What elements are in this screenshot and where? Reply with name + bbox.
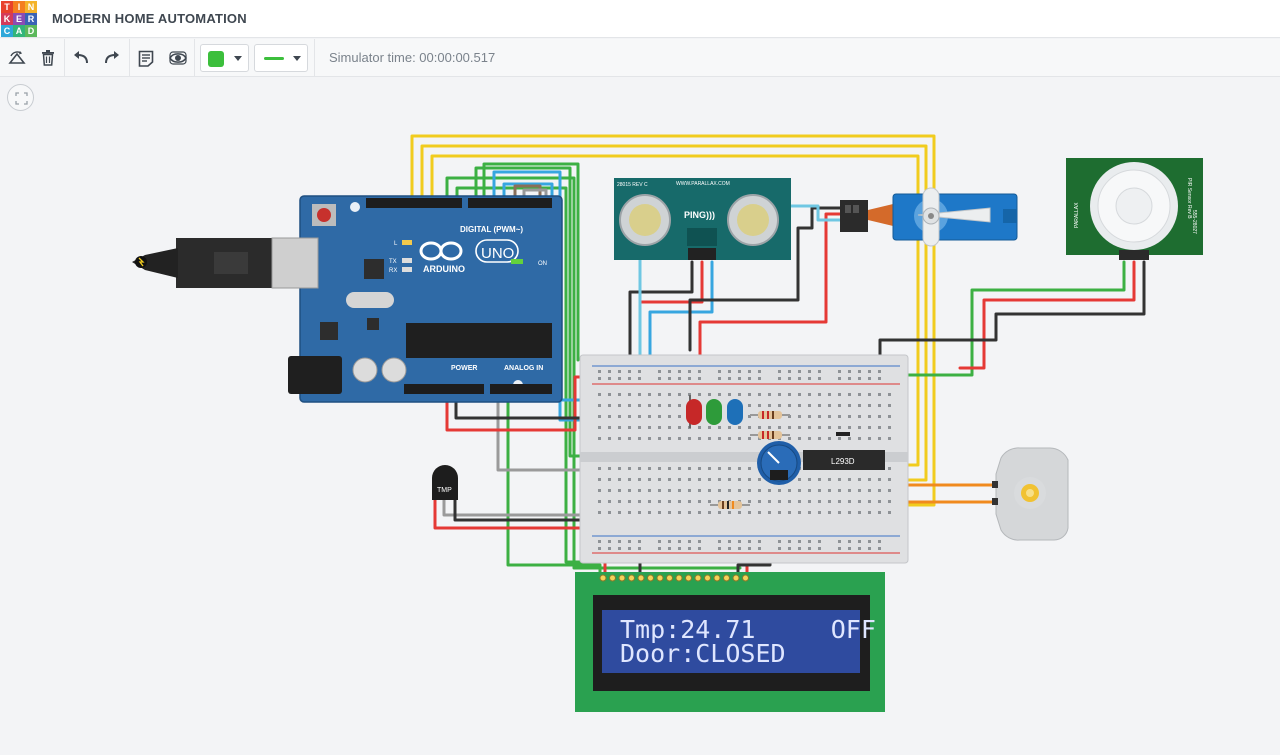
wire-color-dropdown[interactable]	[200, 44, 249, 72]
arduino-uno[interactable]: DIGITAL (PWM~) L TX RX ARDUINO UNO ON	[132, 195, 563, 403]
logo-letter: K	[1, 13, 13, 25]
temperature-sensor[interactable]: TMP	[432, 465, 458, 500]
simulator-time: Simulator time: 00:00:00.517	[329, 50, 496, 65]
pir-top-label: PIR Sensor Rev B	[1186, 178, 1192, 219]
lcd-16x2-display[interactable]: Tmp:24.71 OFF Door:CLOSED	[575, 572, 885, 712]
notes-button[interactable]	[136, 45, 156, 71]
wire-color-swatch	[208, 51, 224, 67]
rotate-icon	[8, 51, 26, 64]
eye-icon	[169, 51, 187, 65]
logo-letter: N	[25, 1, 37, 13]
undo-button[interactable]	[71, 45, 91, 71]
toolbar-divider	[314, 39, 315, 77]
redo-button[interactable]	[102, 45, 122, 71]
trash-icon	[42, 50, 54, 66]
resistor[interactable]	[710, 501, 750, 509]
potentiometer[interactable]	[757, 441, 801, 485]
arduino-model-label: UNO	[481, 245, 514, 262]
delete-button[interactable]	[38, 45, 58, 71]
logo-letter: R	[25, 13, 37, 25]
arduino-analog-label: ANALOG IN	[504, 365, 543, 372]
chevron-down-icon	[234, 56, 242, 61]
arduino-rx-label: RX	[389, 268, 397, 274]
arduino-on-label: ON	[538, 261, 547, 267]
logo-letter: T	[1, 1, 13, 13]
led-green[interactable]	[706, 399, 722, 425]
lcd-line-2: Door:CLOSED	[620, 639, 786, 668]
breadboard[interactable]	[579, 354, 909, 564]
ping-model-label: 28015 REV C	[617, 182, 648, 188]
arduino-logo-text: ARDUINO	[423, 264, 465, 274]
lcd-pin-header[interactable]	[599, 574, 749, 582]
lcd-line-1: Tmp:24.71 OFF	[620, 615, 876, 644]
toolbar-divider	[194, 39, 195, 77]
logo-letter: I	[13, 1, 25, 13]
project-title[interactable]: MODERN HOME AUTOMATION	[52, 11, 247, 26]
led-red[interactable]	[686, 395, 702, 428]
redo-icon	[105, 51, 119, 64]
wire-style-dropdown[interactable]	[254, 44, 308, 72]
led-blue[interactable]	[727, 399, 743, 425]
zoom-to-fit-button[interactable]	[7, 84, 34, 111]
ping-name-label: PING)))	[684, 210, 715, 220]
visibility-button[interactable]	[167, 45, 189, 71]
notes-icon	[138, 50, 154, 67]
arduino-digital-label: DIGITAL (PWM~)	[460, 225, 523, 234]
arduino-l-label: L	[394, 241, 398, 247]
servo-motor[interactable]	[840, 187, 1018, 247]
logo-letter: A	[13, 25, 25, 37]
chevron-down-icon	[293, 56, 301, 61]
l293d-driver-ic[interactable]: L293D	[803, 432, 885, 470]
temp-sensor-label: TMP	[437, 487, 452, 494]
resistor[interactable]	[750, 411, 790, 419]
wire-style-icon	[264, 57, 284, 60]
dc-motor[interactable]	[992, 447, 1069, 541]
pir-left-label: PARALLAX	[1074, 202, 1080, 228]
pir-motion-sensor[interactable]: PIR Sensor Rev B PARALLAX 555-28027	[1066, 158, 1203, 260]
arduino-tx-label: TX	[389, 259, 397, 265]
pir-right-label: 555-28027	[1191, 210, 1197, 234]
ic-label: L293D	[831, 457, 855, 466]
editor-toolbar	[0, 39, 1280, 77]
toolbar-divider	[64, 39, 65, 77]
ping-ultrasonic-sensor[interactable]: 28015 REV C WWW.PARALLAX.COM PING)))	[614, 178, 791, 260]
fit-view-icon	[15, 92, 28, 105]
logo-letter: D	[25, 25, 37, 37]
logo-letter: E	[13, 13, 25, 25]
rotate-button[interactable]	[6, 45, 28, 71]
undo-icon	[74, 51, 88, 64]
arduino-logo: ARDUINO	[419, 241, 465, 274]
toolbar-divider	[129, 39, 130, 77]
ping-brand-label: WWW.PARALLAX.COM	[676, 181, 730, 187]
arduino-power-label: POWER	[451, 365, 477, 372]
logo-letter: C	[1, 25, 13, 37]
resistor[interactable]	[750, 431, 790, 439]
